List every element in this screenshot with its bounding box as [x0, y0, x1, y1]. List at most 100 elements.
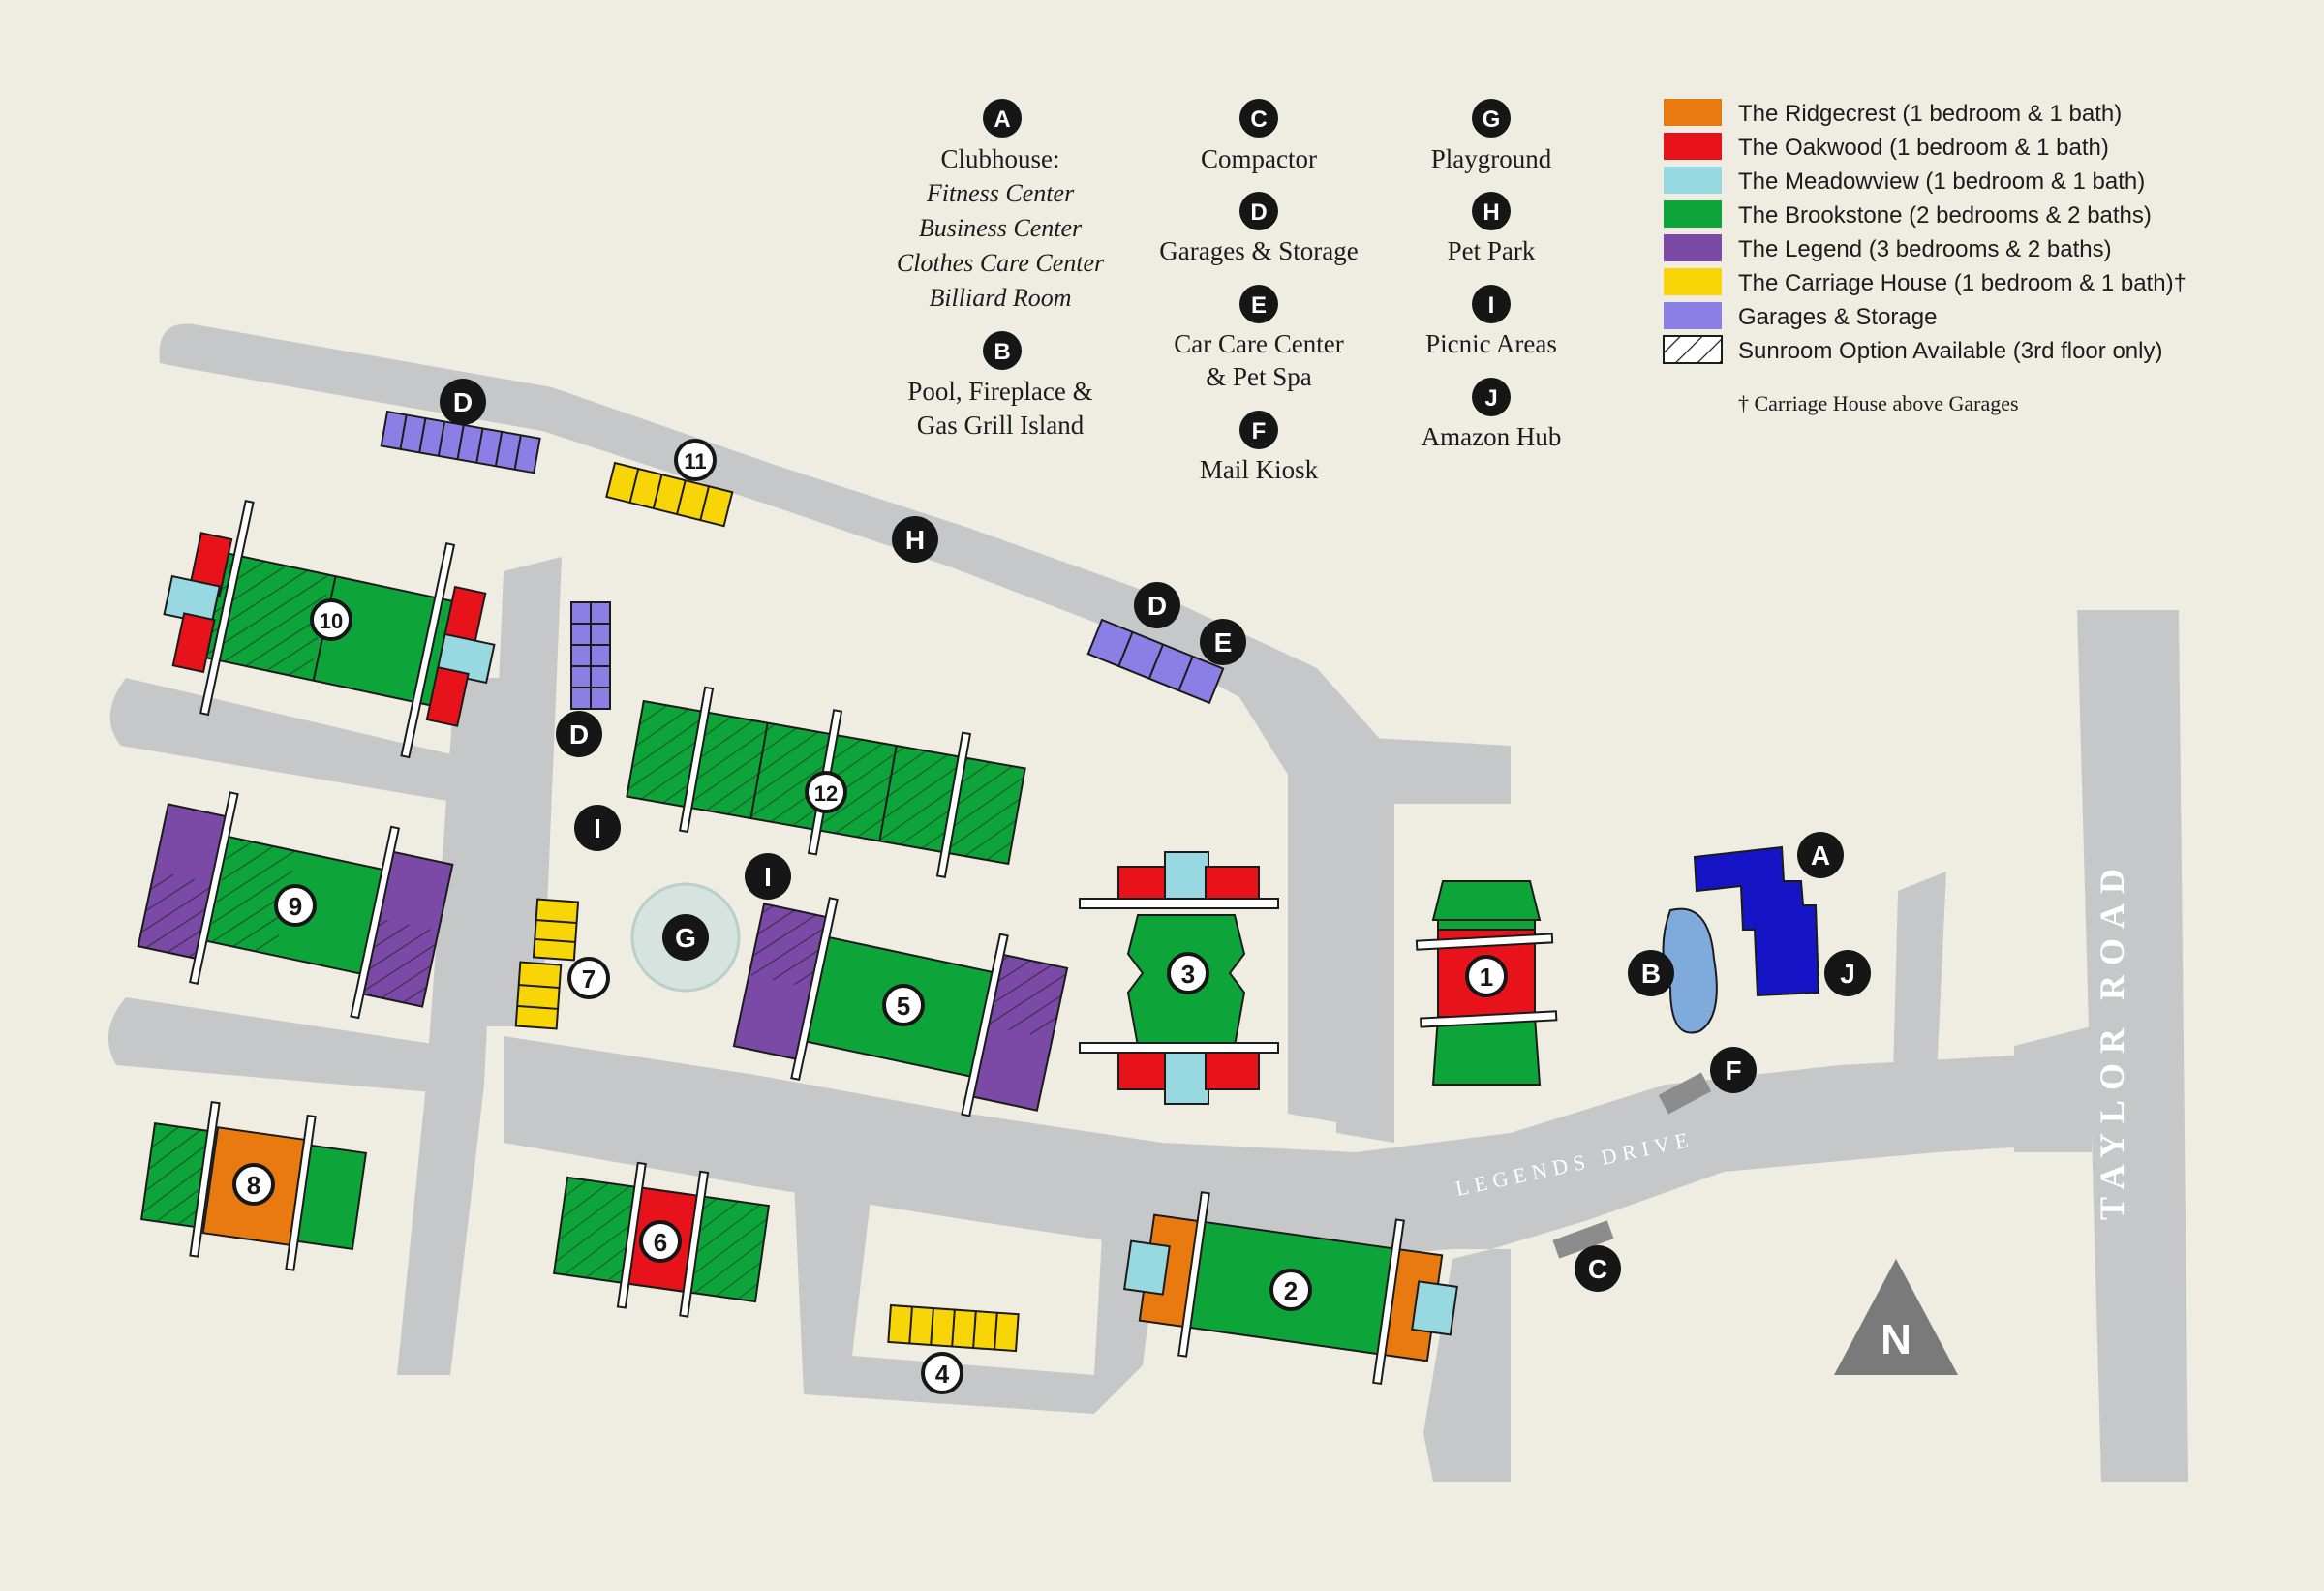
svg-text:E: E — [1214, 627, 1233, 658]
road-legends-drive — [504, 1036, 2092, 1482]
amenity-key: A Clubhouse: Fitness Center Business Cen… — [897, 99, 1561, 484]
svg-text:Playground: Playground — [1431, 144, 1552, 173]
legend-item-brookstone: The Brookstone (2 bedrooms & 2 baths) — [1664, 200, 2152, 229]
road-west-loop — [109, 678, 466, 804]
marker-pool[interactable]: B — [1628, 950, 1674, 996]
svg-text:& Pet Spa: & Pet Spa — [1206, 362, 1312, 391]
badge-building-2[interactable]: 2 — [1269, 1269, 1312, 1311]
badge-building-4[interactable]: 4 — [921, 1352, 963, 1394]
marker-clubhouse[interactable]: A — [1797, 832, 1844, 878]
key-item-mail-kiosk: F Mail Kiosk — [1200, 411, 1319, 484]
svg-text:F: F — [1725, 1056, 1741, 1086]
marker-mail-kiosk[interactable]: F — [1710, 1047, 1757, 1093]
legend-item-oakwood: The Oakwood (1 bedroom & 1 bath) — [1664, 133, 2109, 161]
marker-garages-mid[interactable]: D — [556, 711, 602, 757]
svg-text:D: D — [453, 387, 473, 417]
marker-car-care[interactable]: E — [1200, 619, 1246, 665]
north-arrow: N — [1834, 1259, 1958, 1375]
badge-building-8[interactable]: 8 — [232, 1163, 275, 1206]
marker-picnic-center[interactable]: I — [745, 853, 791, 900]
badge-building-5[interactable]: 5 — [882, 984, 925, 1026]
svg-text:Sunroom Option Available (3rd: Sunroom Option Available (3rd floor only… — [1738, 338, 2162, 364]
svg-text:5: 5 — [897, 992, 910, 1021]
key-item-pet-park: H Pet Park — [1448, 192, 1536, 265]
marker-compactor[interactable]: C — [1575, 1245, 1621, 1292]
garage-block-d-north — [380, 410, 541, 474]
garage-block-d-mid — [570, 601, 611, 710]
marker-amazon-hub[interactable]: J — [1824, 950, 1871, 996]
building-number-badges: 1 2 3 4 5 6 7 8 9 10 11 12 — [232, 439, 1508, 1394]
svg-text:Garages & Storage: Garages & Storage — [1159, 236, 1358, 265]
svg-text:F: F — [1252, 418, 1267, 444]
svg-text:The Oakwood (1 bedroom & 1 bat: The Oakwood (1 bedroom & 1 bath) — [1738, 135, 2109, 161]
svg-text:1: 1 — [1480, 963, 1493, 992]
unit-type-legend: The Ridgecrest (1 bedroom & 1 bath) The … — [1663, 99, 2186, 415]
road-east-branch — [1893, 872, 1946, 1075]
svg-text:B: B — [994, 339, 1010, 365]
badge-building-6[interactable]: 6 — [639, 1220, 682, 1263]
marker-garages-north[interactable]: D — [440, 379, 486, 425]
legend-footnote: † Carriage House above Garages — [1738, 391, 2019, 415]
svg-text:D: D — [569, 719, 589, 750]
svg-text:6: 6 — [654, 1228, 667, 1257]
svg-text:Car Care Center: Car Care Center — [1174, 329, 1343, 358]
svg-text:The Legend (3 bedrooms & 2 bat: The Legend (3 bedrooms & 2 baths) — [1738, 236, 2112, 262]
svg-text:Business Center: Business Center — [919, 214, 1083, 242]
legend-item-ridgecrest: The Ridgecrest (1 bedroom & 1 bath) — [1664, 99, 2122, 127]
badge-building-7[interactable]: 7 — [567, 957, 610, 999]
marker-pet-park[interactable]: H — [892, 516, 938, 563]
road-west-lower — [108, 997, 455, 1094]
svg-text:E: E — [1251, 292, 1267, 319]
marker-playground[interactable]: G — [662, 914, 709, 961]
svg-text:4: 4 — [935, 1360, 950, 1389]
badge-building-10[interactable]: 10 — [310, 598, 352, 641]
svg-text:I: I — [1488, 292, 1495, 319]
road-far-west — [397, 678, 504, 1375]
svg-text:The Ridgecrest (1 bedroom & 1: The Ridgecrest (1 bedroom & 1 bath) — [1738, 101, 2122, 127]
key-item-compactor: C Compactor — [1201, 99, 1317, 173]
svg-text:I: I — [764, 862, 772, 892]
legend-item-garages: Garages & Storage — [1664, 302, 1937, 330]
garage-block-d-east — [1086, 618, 1225, 705]
svg-text:A: A — [994, 107, 1010, 133]
svg-text:G: G — [1483, 107, 1501, 133]
svg-text:2: 2 — [1284, 1276, 1298, 1305]
badge-building-3[interactable]: 3 — [1167, 952, 1209, 994]
svg-text:H: H — [1483, 199, 1499, 226]
svg-text:Clothes Care Center: Clothes Care Center — [897, 249, 1105, 277]
svg-text:The Carriage House (1 bedroom: The Carriage House (1 bedroom & 1 bath)† — [1738, 270, 2186, 296]
svg-text:D: D — [1250, 199, 1267, 226]
svg-text:Clubhouse:: Clubhouse: — [940, 144, 1059, 173]
legend-item-carriage-house: The Carriage House (1 bedroom & 1 bath)† — [1664, 268, 2186, 296]
svg-text:9: 9 — [289, 892, 302, 921]
svg-text:Fitness Center: Fitness Center — [926, 179, 1075, 207]
svg-text:Amazon Hub: Amazon Hub — [1422, 422, 1562, 451]
badge-building-11[interactable]: 11 — [674, 439, 717, 481]
key-item-picnic: I Picnic Areas — [1425, 285, 1557, 358]
mail-kiosk-structure — [1658, 1072, 1712, 1115]
svg-text:H: H — [905, 525, 925, 555]
carriage-house-11 — [605, 461, 734, 528]
carriage-house-7 — [514, 898, 580, 1030]
carriage-house-4 — [887, 1303, 1020, 1353]
road-east-north — [1336, 736, 1511, 1143]
svg-text:Garages & Storage: Garages & Storage — [1738, 304, 1937, 330]
badge-building-1[interactable]: 1 — [1465, 955, 1508, 997]
marker-garages-east[interactable]: D — [1134, 582, 1180, 628]
svg-text:Pet Park: Pet Park — [1448, 236, 1536, 265]
badge-building-9[interactable]: 9 — [274, 884, 317, 927]
key-item-garages: D Garages & Storage — [1159, 192, 1359, 265]
svg-text:10: 10 — [320, 609, 343, 633]
marker-picnic-west[interactable]: I — [574, 805, 621, 851]
legend-item-legend: The Legend (3 bedrooms & 2 baths) — [1664, 234, 2112, 262]
svg-text:C: C — [1250, 107, 1267, 133]
compactor-structure — [1552, 1220, 1614, 1259]
svg-text:12: 12 — [814, 781, 838, 806]
badge-building-12[interactable]: 12 — [805, 771, 847, 813]
building-1 — [1415, 880, 1558, 1086]
svg-text:Compactor: Compactor — [1201, 144, 1317, 173]
legend-item-sunroom: Sunroom Option Available (3rd floor only… — [1663, 335, 2162, 364]
